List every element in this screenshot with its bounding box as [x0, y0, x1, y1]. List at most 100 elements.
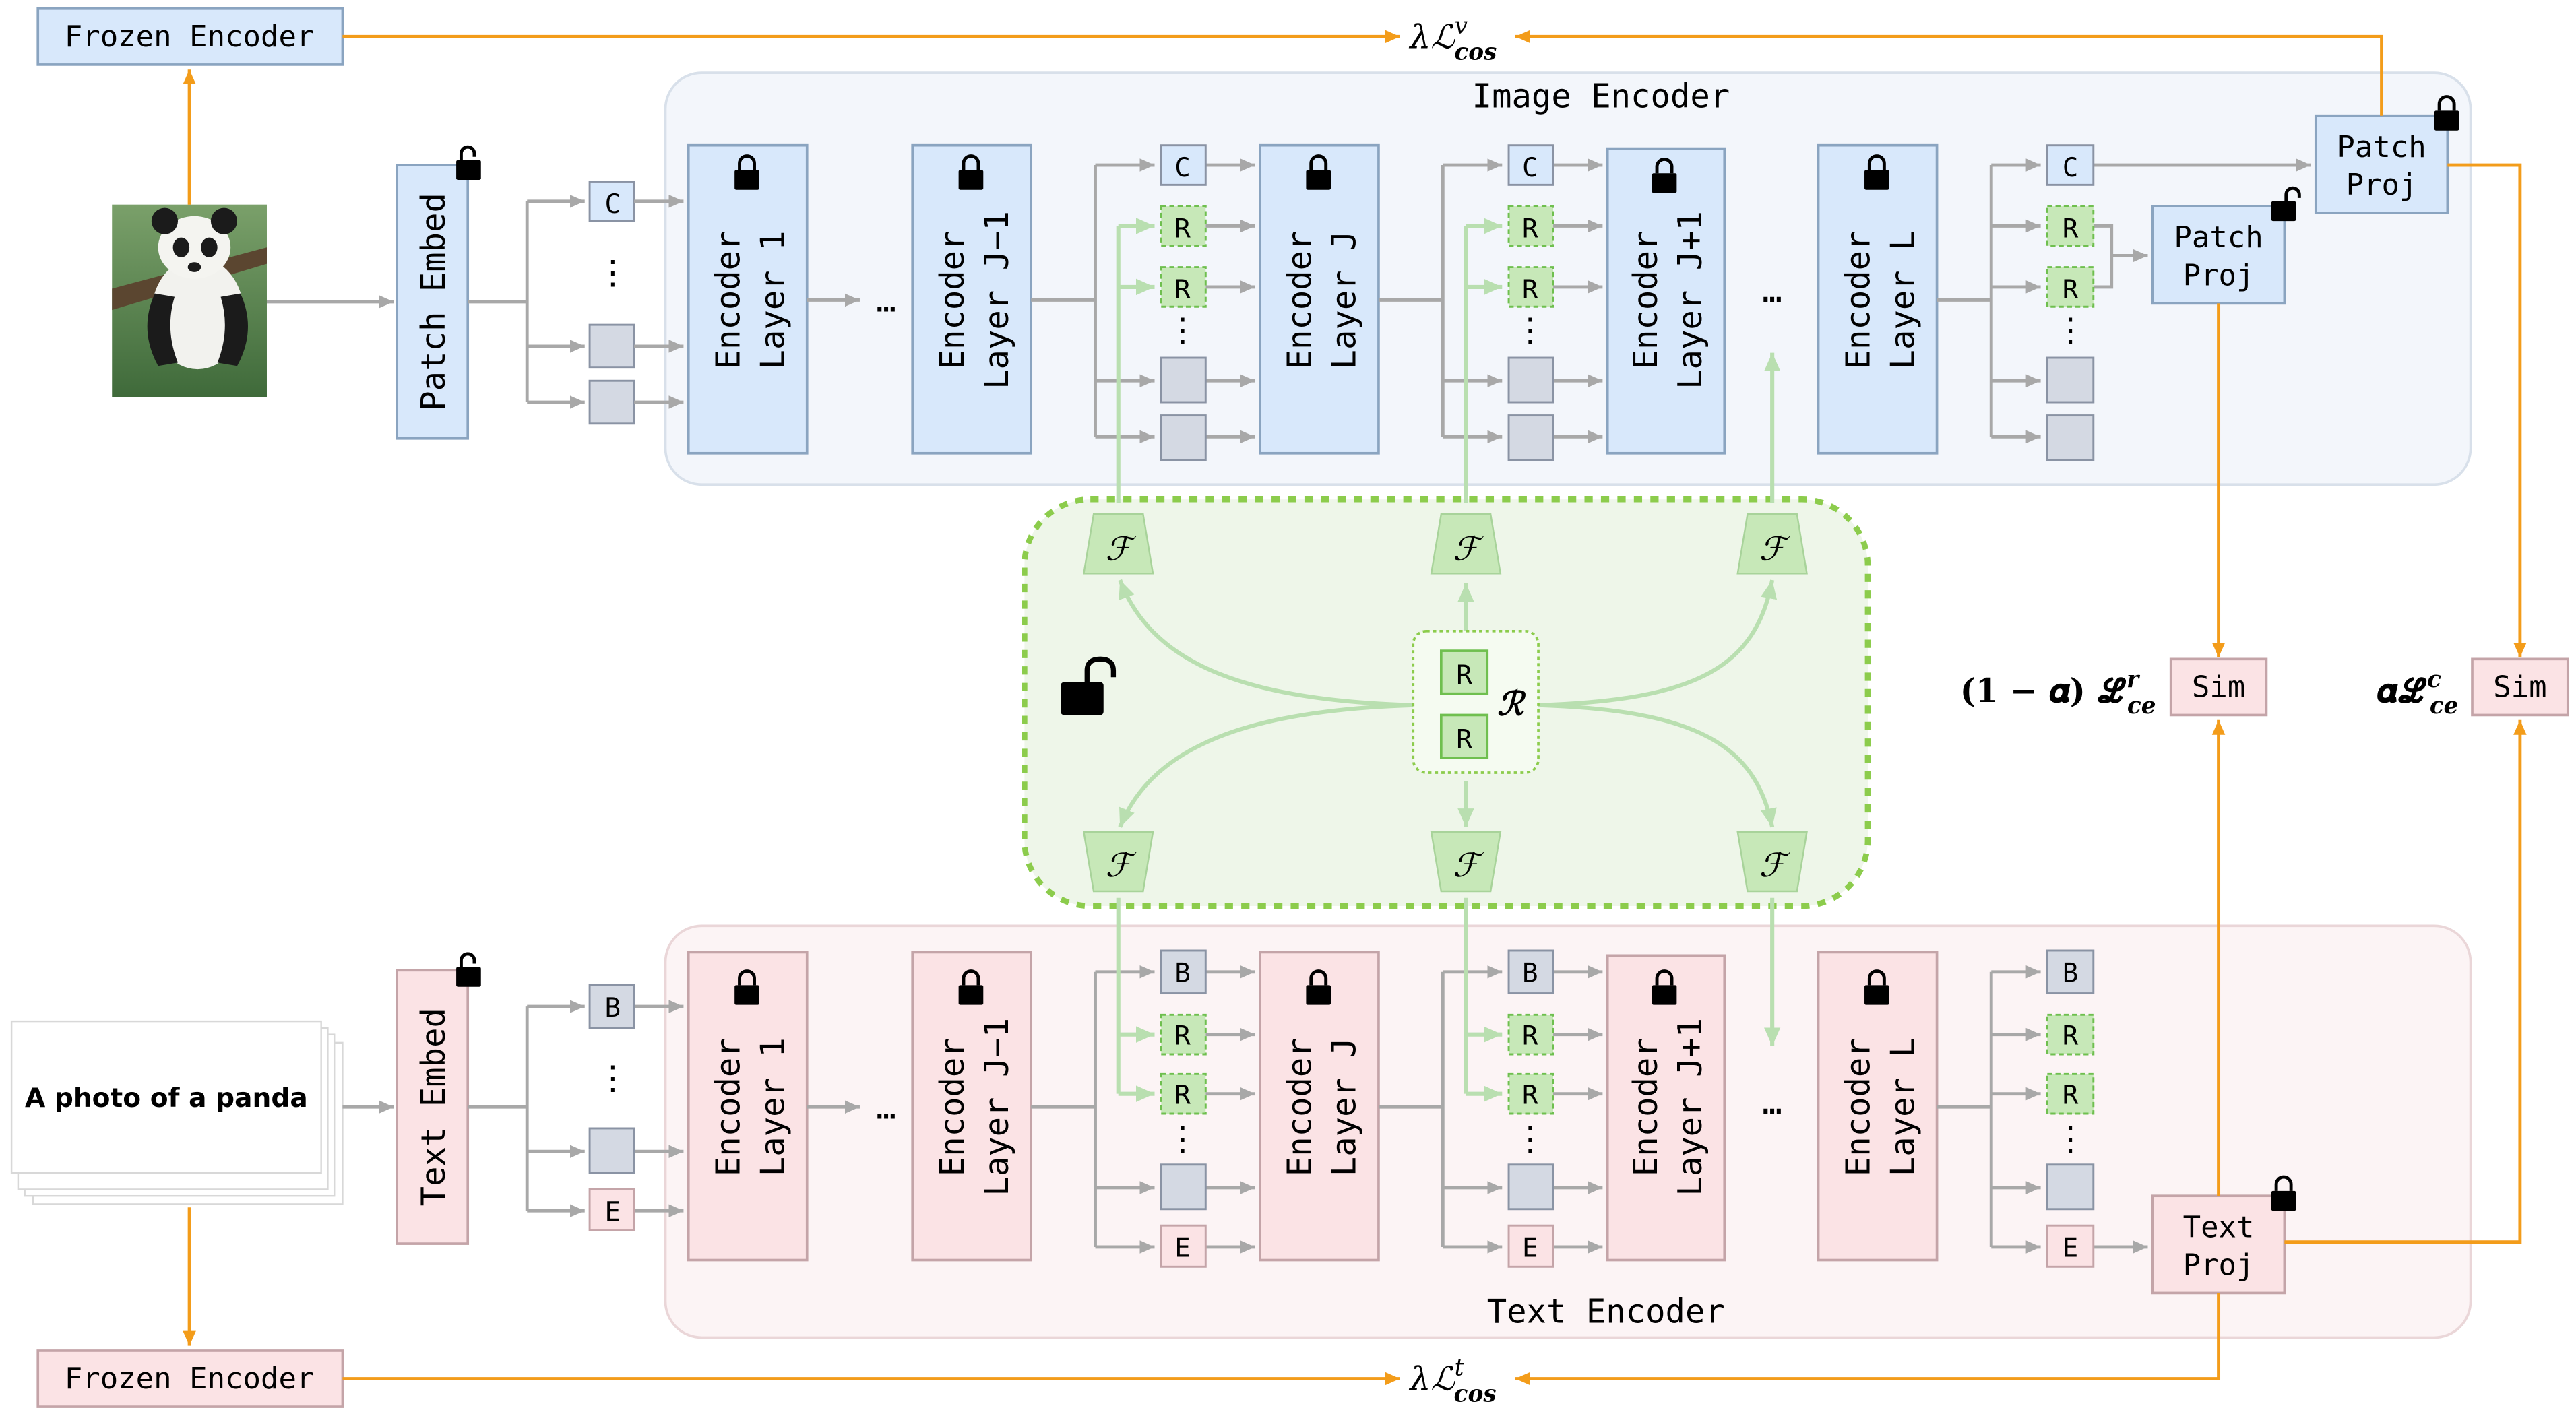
token-r-1b-label: R	[1174, 275, 1191, 305]
token-c-3-label: C	[2063, 153, 2079, 183]
text-encoder-layer-l-label-a: Encoder	[1839, 1037, 1877, 1176]
token-r-b2b	[1507, 1072, 1554, 1115]
frozen-encoder-bottom	[36, 1349, 344, 1408]
lock-icon-img-ll	[1864, 154, 1889, 190]
token-b-2	[1507, 949, 1554, 995]
token-c-1	[1160, 144, 1207, 186]
lock-icon-patch-proj-r	[2271, 186, 2301, 222]
frozen-encoder-top	[36, 7, 344, 66]
text-encoder-layer-j-label-b: Layer J	[1325, 1037, 1364, 1176]
token-r-b2a	[1507, 1013, 1554, 1056]
image-encoder-layer-l-label-b: Layer L	[1883, 230, 1922, 369]
lock-icon-img-l1	[734, 154, 759, 190]
text-encoder-layer-1-label-b: Layer 1	[754, 1037, 792, 1176]
token-r-1a-label: R	[1174, 214, 1191, 245]
lock-icon-text-embed	[456, 952, 481, 987]
token-text-3	[2046, 1163, 2095, 1211]
image-encoder-layer-1-label-a: Encoder	[710, 230, 748, 369]
token-b-3	[2046, 949, 2095, 995]
dots-bottom-2: …	[1762, 1083, 1782, 1122]
vdots-2: ⋮	[1513, 311, 1546, 350]
vdots-3: ⋮	[2054, 311, 2087, 350]
fusion-r-symbol: ℛ	[1497, 684, 1526, 723]
token-r-b3b	[2046, 1072, 2095, 1115]
token-r-3a	[2046, 205, 2095, 247]
image-encoder-layer-l	[1817, 143, 1939, 455]
unlocked-lock-icon	[1061, 656, 1117, 715]
dots-top-1: …	[876, 282, 896, 320]
fusion-r-token-b	[1439, 713, 1489, 759]
lock-icon-img-ljm1	[958, 154, 984, 190]
image-encoder-layer-jm1-label-b: Layer J−1	[978, 211, 1016, 389]
vdots-b3: ⋮	[2054, 1120, 2087, 1158]
text-proj	[2151, 1194, 2286, 1295]
sim-box-c	[2471, 657, 2569, 717]
sim-box-r	[2169, 657, 2268, 717]
token-e-3	[2046, 1224, 2095, 1268]
lock-icon-txt-ll	[1864, 969, 1889, 1005]
token-r-b3b-label: R	[2063, 1080, 2079, 1110]
token-e-1-label: E	[1174, 1233, 1191, 1264]
token-b-1	[1160, 949, 1207, 995]
token-e-3-label: E	[2063, 1233, 2079, 1264]
patch-proj-c	[2314, 114, 2449, 214]
text-encoder-layer-jp1-label-a: Encoder	[1627, 1037, 1665, 1176]
token-r-b2a-label: R	[1522, 1021, 1538, 1051]
fusion-r-token-a	[1439, 649, 1489, 695]
token-b-1-label: B	[1174, 958, 1191, 988]
token-patch-3b	[2046, 414, 2095, 461]
lock-icon-patch-embed	[456, 145, 481, 181]
fusion-arrows	[1118, 579, 1778, 828]
token-patch-0b	[588, 379, 635, 425]
text-encoder-layer-1-label-a: Encoder	[710, 1037, 748, 1176]
token-r-2a	[1507, 205, 1554, 247]
text-embed-box	[396, 969, 470, 1245]
dots-bottom-1: …	[876, 1088, 896, 1126]
image-encoder-layer-j	[1259, 143, 1380, 455]
text-proj-label-b: Proj	[2183, 1248, 2255, 1283]
lock-icon-img-lj	[1306, 154, 1331, 190]
frozen-encoder-bottom-label: Frozen Encoder	[65, 1361, 315, 1396]
token-b-0	[588, 984, 635, 1029]
caption-stack	[10, 1020, 344, 1205]
image-encoder-layer-j-label-a: Encoder	[1281, 230, 1319, 369]
token-r-b1a	[1160, 1013, 1207, 1056]
dots-top-2: …	[1762, 271, 1782, 310]
token-r-b3a	[2046, 1013, 2095, 1056]
token-patch-0a	[588, 323, 635, 369]
panda-image	[112, 204, 267, 397]
frozen-encoder-top-label: Frozen Encoder	[65, 20, 315, 54]
image-encoder-layer-1-label-b: Layer 1	[754, 230, 792, 369]
text-encoder-layer-j-plus-1	[1606, 954, 1726, 1262]
token-r-b2b-label: R	[1522, 1080, 1538, 1110]
token-r-1a	[1160, 205, 1207, 247]
token-r-b1b	[1160, 1072, 1207, 1115]
lock-icon-text-proj	[2271, 1175, 2296, 1211]
token-r-3b	[2046, 266, 2095, 308]
token-r-b3a-label: R	[2063, 1021, 2079, 1051]
token-e-2	[1507, 1224, 1554, 1268]
image-encoder-layer-jm1-label-a: Encoder	[933, 230, 972, 369]
lock-icon-patch-proj-c	[2434, 95, 2459, 131]
image-encoder-title: Image Encoder	[1472, 77, 1730, 115]
token-text-2	[1507, 1163, 1554, 1211]
image-encoder-layer-1	[687, 143, 809, 455]
fusion-f-top-3	[1736, 513, 1808, 575]
vdots-b0: ⋮	[596, 1058, 629, 1097]
token-r-2a-label: R	[1522, 214, 1538, 245]
token-r-3b-label: R	[2063, 275, 2079, 305]
text-encoder-title: Text Encoder	[1487, 1292, 1725, 1330]
fusion-r-token-b-label: R	[1456, 724, 1472, 755]
vdots-b1: ⋮	[1166, 1120, 1199, 1158]
image-encoder-layer-l-label-a: Encoder	[1839, 230, 1877, 369]
token-e-0-label: E	[605, 1197, 621, 1227]
sim-box-c-label: Sim	[2493, 670, 2546, 705]
image-encoder-layer-j-plus-1	[1606, 147, 1726, 455]
lock-icon-img-ljp1	[1652, 158, 1677, 193]
token-r-2b-label: R	[1522, 275, 1538, 305]
vdots-1: ⋮	[1166, 311, 1199, 350]
fusion-f-bottom-1	[1082, 831, 1154, 893]
